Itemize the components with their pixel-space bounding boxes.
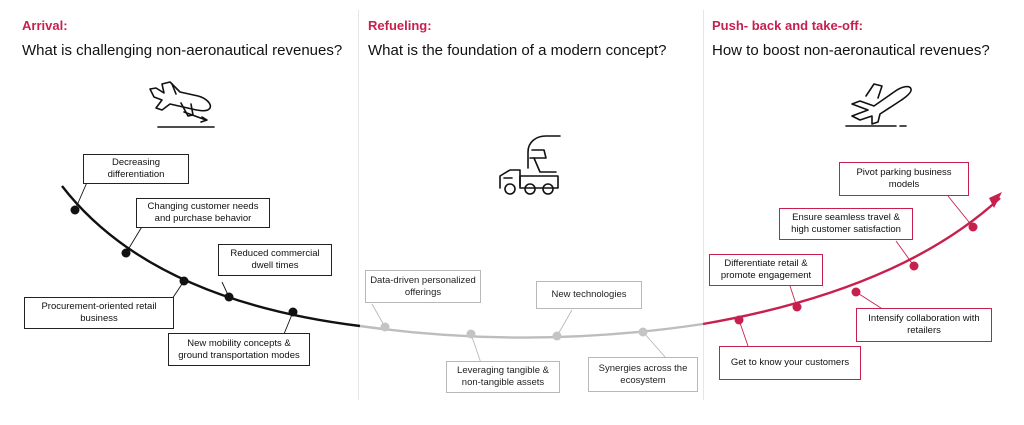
- plane-landing-icon: [149, 81, 215, 128]
- section-pushback-title: Push- back and take-off:: [712, 18, 863, 33]
- section-arrival-title: Arrival:: [22, 18, 68, 33]
- section-divider: [358, 10, 359, 400]
- label-data-driven-offerings: Data-driven personalized offerings: [365, 270, 481, 303]
- label-reduced-dwell-times: Reduced commercial dwell times: [218, 244, 332, 276]
- plane-takeoff-icon: [845, 83, 912, 127]
- label-decreasing-differentiation: Decreasing differentiation: [83, 154, 189, 184]
- label-changing-customer-needs: Changing customer needs and purchase beh…: [136, 198, 270, 228]
- label-leveraging-assets: Leveraging tangible & non-tangible asset…: [446, 361, 560, 393]
- curve-pushback: [702, 197, 1001, 326]
- section-pushback-question: How to boost non-aeronautical revenues?: [712, 42, 990, 59]
- label-pivot-parking: Pivot parking business models: [839, 162, 969, 196]
- label-get-to-know-customers: Get to know your customers: [719, 346, 861, 380]
- label-new-mobility-concepts: New mobility concepts & ground transport…: [168, 333, 310, 366]
- label-synergies-ecosystem: Synergies across the ecosystem: [588, 357, 698, 392]
- fuel-truck-icon: [499, 135, 561, 195]
- connectors: [74, 179, 974, 367]
- label-ensure-seamless-travel: Ensure seamless travel & high customer s…: [779, 208, 913, 240]
- section-divider: [703, 10, 704, 400]
- section-arrival-question: What is challenging non-aeronautical rev…: [22, 42, 343, 59]
- curve-refueling: [359, 322, 704, 339]
- label-procurement-retail: Procurement-oriented retail business: [24, 297, 174, 329]
- curve-arrowhead: [989, 192, 1002, 208]
- label-differentiate-retail: Differentiate retail & promote engagemen…: [709, 254, 823, 286]
- milestone-dots: [70, 205, 978, 341]
- curve-arrival: [61, 185, 361, 328]
- section-refueling-title: Refueling:: [368, 18, 432, 33]
- section-refueling-question: What is the foundation of a modern conce…: [368, 42, 667, 59]
- label-new-technologies: New technologies: [536, 281, 642, 309]
- label-intensify-collaboration: Intensify collaboration with retailers: [856, 308, 992, 342]
